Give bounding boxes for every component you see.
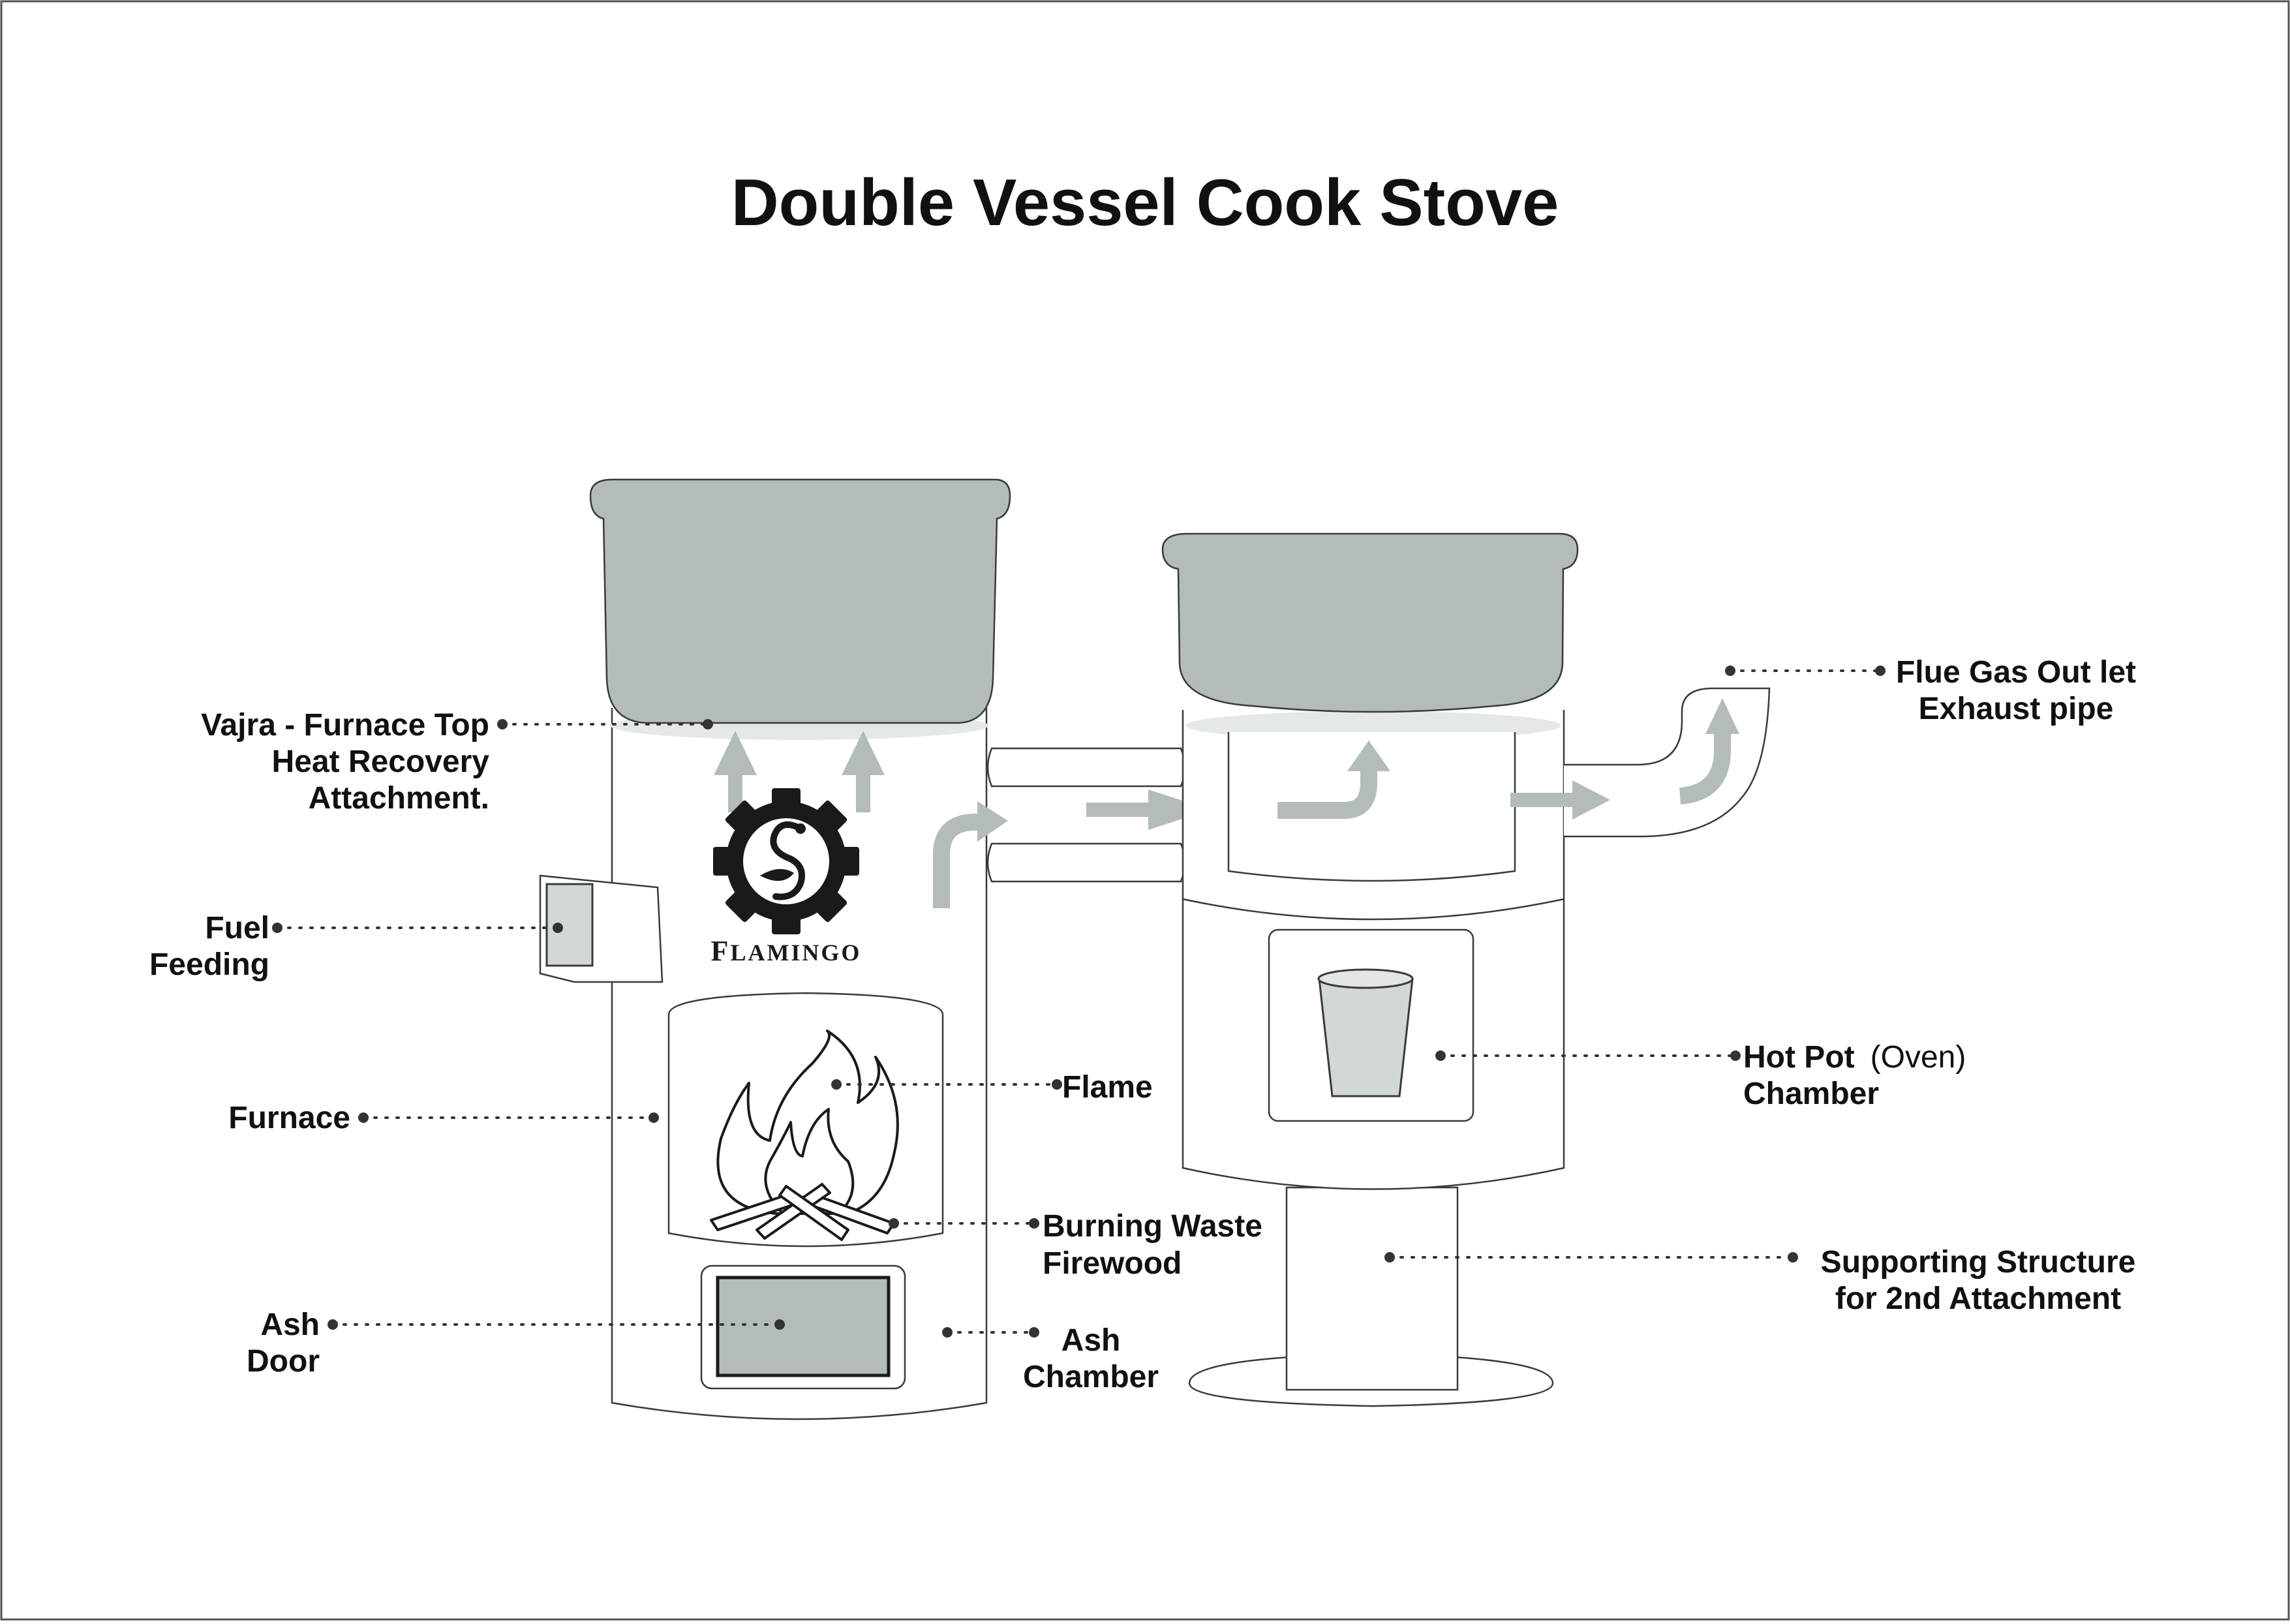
first-cooking-pot bbox=[589, 478, 1011, 724]
label-fuel-line2: Feeding bbox=[149, 947, 269, 982]
label-ash-chamber-line2: Chamber bbox=[1023, 1360, 1159, 1394]
heat-arrow-head bbox=[842, 731, 885, 775]
label-hot-pot-line1: Hot Pot(Oven) bbox=[1743, 1040, 1966, 1075]
flamingo-icon bbox=[770, 821, 805, 900]
second-cooking-pot bbox=[1161, 532, 1579, 713]
exhaust-pipe bbox=[1510, 687, 1771, 838]
label-flue-line2: Exhaust pipe bbox=[1919, 692, 2114, 726]
upper-connecting-pipe bbox=[986, 747, 1186, 788]
leader-lines bbox=[272, 666, 1885, 1338]
second-unit-inner-window bbox=[1227, 732, 1516, 882]
label-burning-line2: Firewood bbox=[1043, 1246, 1182, 1281]
connecting-pipes bbox=[986, 747, 1186, 883]
flame-icon bbox=[716, 1030, 899, 1215]
label-support-line1: Supporting Structure bbox=[1821, 1245, 2136, 1279]
label-burning-line1: Burning Waste bbox=[1043, 1209, 1262, 1244]
brand-name: FLAMINGO bbox=[711, 935, 862, 967]
label-vajra-line2: Heat Recovery bbox=[271, 744, 489, 779]
cup-icon bbox=[1317, 968, 1414, 1097]
label-hot-pot-line2: Chamber bbox=[1743, 1077, 1879, 1111]
furnace-window bbox=[667, 992, 944, 1248]
gear-logo-icon bbox=[713, 788, 859, 934]
label-furnace: Furnace bbox=[228, 1101, 350, 1135]
heat-arrow-shaft bbox=[728, 773, 742, 812]
label-vajra-line3: Attachment. bbox=[309, 781, 489, 816]
flow-arrow-curve bbox=[933, 801, 1008, 908]
heat-arrow-shaft bbox=[856, 773, 870, 812]
label-fuel-line1: Fuel bbox=[205, 911, 269, 945]
lower-connecting-pipe bbox=[986, 842, 1186, 883]
label-flame: Flame bbox=[1062, 1070, 1153, 1105]
label-ash-door-line1: Ash bbox=[260, 1308, 320, 1342]
heat-arrows-up bbox=[714, 731, 885, 812]
label-support-line2: for 2nd Attachment bbox=[1835, 1281, 2121, 1316]
furnace-unit: FLAMINGO bbox=[539, 478, 1011, 1420]
support-column bbox=[1285, 1186, 1459, 1391]
inner-flow-arrow bbox=[1277, 741, 1390, 819]
firewood-icon bbox=[710, 1183, 895, 1241]
label-flue-line1: Flue Gas Out let bbox=[1896, 655, 2136, 690]
second-attachment-unit bbox=[1161, 532, 1579, 1407]
exhaust-arrow-head bbox=[1572, 780, 1610, 820]
flow-arrow-right bbox=[1086, 789, 1210, 830]
labels: Vajra - Furnace Top Heat Recovery Attach… bbox=[149, 655, 2136, 1394]
diagram-title: Double Vessel Cook Stove bbox=[731, 166, 1559, 239]
heat-arrow-head bbox=[714, 731, 757, 775]
label-ash-door-line2: Door bbox=[247, 1344, 320, 1379]
label-vajra-line1: Vajra - Furnace Top bbox=[201, 708, 489, 743]
label-ash-chamber-line1: Ash bbox=[1061, 1323, 1121, 1358]
ash-door-panel bbox=[716, 1276, 891, 1377]
exhaust-arrow-shaft bbox=[1510, 793, 1576, 807]
